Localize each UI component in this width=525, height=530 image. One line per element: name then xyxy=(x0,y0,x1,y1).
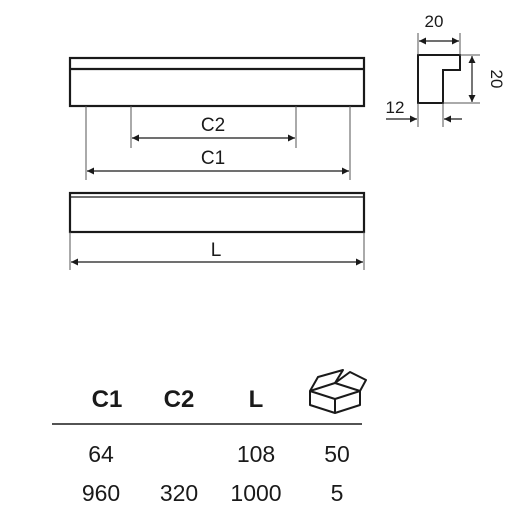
profile-height-label: 20 xyxy=(487,70,506,89)
table-header-l: L xyxy=(249,386,264,413)
profile-width-label: 20 xyxy=(425,12,444,31)
profile-outline xyxy=(417,54,461,104)
front-view: C2 C1 xyxy=(68,56,366,180)
bottom-view: L xyxy=(68,191,366,270)
profile-base-label: 12 xyxy=(386,98,405,117)
table-cell-c1: 960 xyxy=(82,480,120,506)
handle-bottom-outline xyxy=(68,191,366,234)
l-dimension-label: L xyxy=(211,240,222,261)
c2-dimension-label: C2 xyxy=(201,115,225,136)
c1-dimension-label: C1 xyxy=(201,148,225,169)
table-cell-l: 108 xyxy=(237,441,275,467)
box-package-icon xyxy=(309,369,367,414)
table-cell-qty: 50 xyxy=(324,441,350,467)
size-table: C1 C2 L 64 108 50 960 320 1000 5 xyxy=(52,369,367,506)
handle-front-outline xyxy=(68,56,366,108)
profile-view: 20 20 12 xyxy=(386,12,506,127)
table-cell-qty: 5 xyxy=(331,480,344,506)
table-header-c1: C1 xyxy=(92,386,123,413)
table-header-c2: C2 xyxy=(164,386,195,413)
table-cell-c1: 64 xyxy=(88,441,114,467)
table-cell-l: 1000 xyxy=(230,480,281,506)
table-cell-c2: 320 xyxy=(160,480,198,506)
